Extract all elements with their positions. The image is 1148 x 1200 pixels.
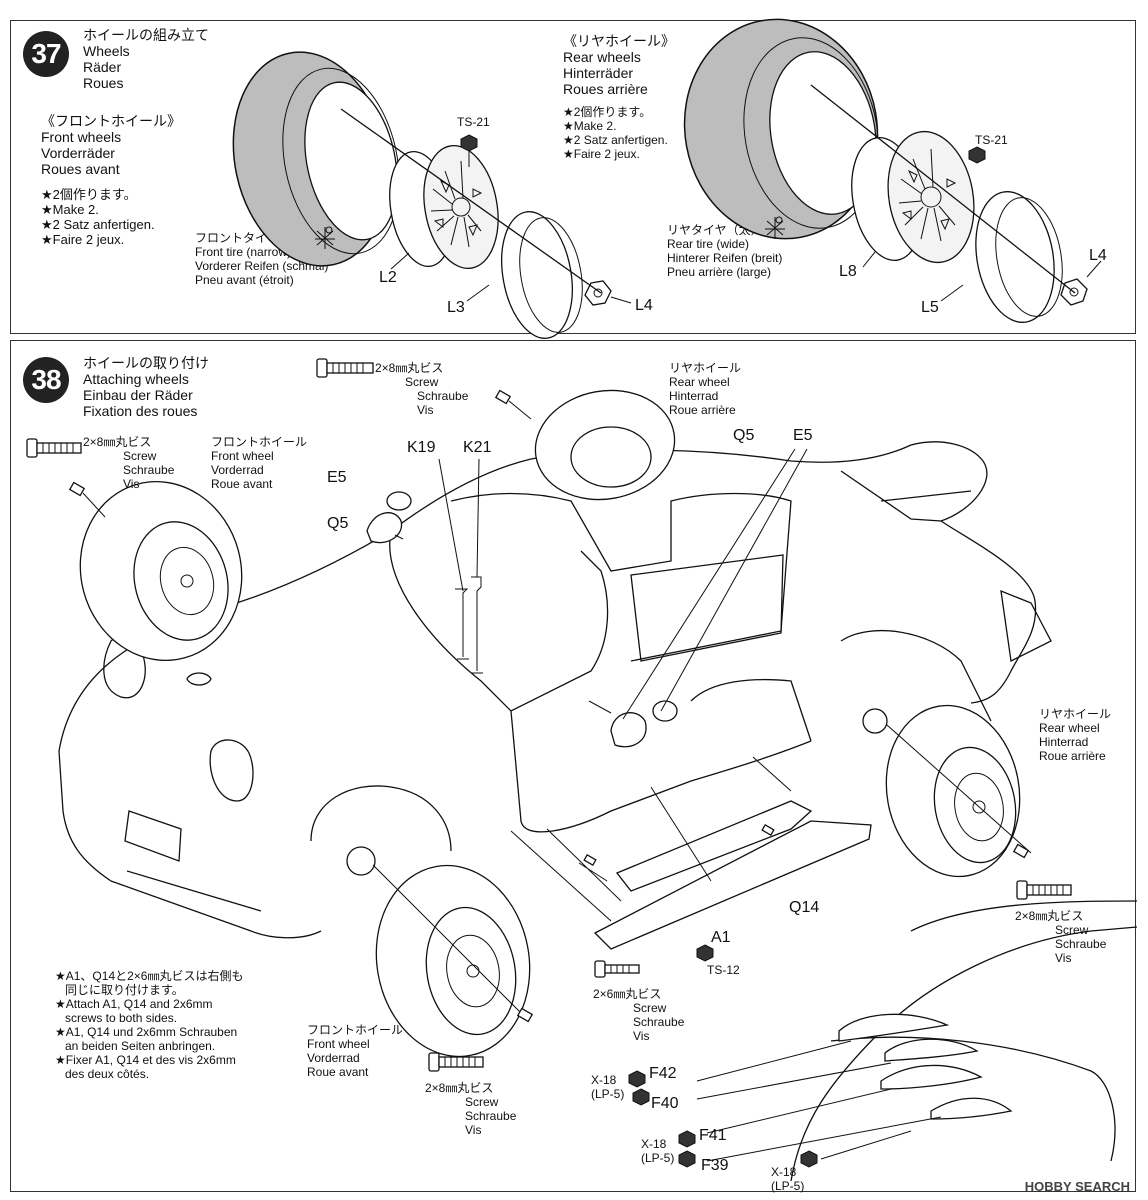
screw-top-icon [316, 358, 532, 420]
badges-drawing [696, 1013, 1013, 1162]
rear-tool-icon [765, 216, 785, 239]
screw-6mm-label: 2×6㎜丸ビス Screw Schraube Vis [593, 987, 685, 1043]
screw-left-label: 2×8㎜丸ビス Screw Schraube Vis [83, 435, 175, 491]
front-ts21-marker [460, 134, 478, 152]
paint-x18-lp5-a: X-18 (LP-5) [591, 1073, 625, 1101]
front-wheels-heading: 《フロントホイール》 Front wheels Vorderräder Roue… [41, 113, 181, 177]
rear-tire-drawing [683, 18, 879, 240]
part-e5-left: E5 [327, 469, 347, 486]
part-l4-front: L4 [635, 297, 653, 314]
front-wheel-top-label: フロントホイール Front wheel Vorderrad Roue avan… [211, 435, 308, 491]
mirror-right-drawing [588, 448, 808, 748]
part-q5-right: Q5 [733, 427, 755, 444]
rear-tire-label: リヤタイヤ（太） Rear tire (wide) Hinterer Reife… [667, 223, 783, 279]
screw-left-icon [26, 438, 106, 518]
rear-ts21-marker [968, 146, 986, 164]
step-37-drawing [232, 18, 1102, 339]
front-paint-ts21: TS-21 [457, 115, 490, 129]
part-e5-right: E5 [793, 427, 813, 444]
part-l5: L5 [921, 299, 939, 316]
rear-wheel-right-label: リヤホイール Rear wheel Hinterrad Roue arrière [1039, 707, 1112, 763]
screw-bottom-icon [428, 1007, 534, 1072]
paint-x18-lp5-b: X-18 (LP-5) [641, 1137, 675, 1165]
part-l3: L3 [447, 299, 465, 316]
rear-rim-drawing [851, 130, 975, 264]
rear-wheels-heading: 《リヤホイール》 Rear wheels Hinterräder Roues a… [563, 33, 675, 97]
step-38-drawing [26, 358, 1138, 1182]
rear-wheels-notes: ★2個作ります。 ★Make 2. ★2 Satz anfertigen. ★F… [563, 105, 668, 161]
rear-paint-ts21: TS-21 [975, 133, 1008, 147]
rear-wheel-top-drawing [534, 389, 676, 501]
part-k21: K21 [463, 439, 492, 456]
part-f39: F39 [701, 1157, 729, 1174]
front-tool-icon [315, 226, 335, 249]
part-q14: Q14 [789, 899, 820, 916]
part-l4-rear: L4 [1089, 247, 1107, 264]
x18-marker-c [800, 1150, 818, 1168]
side-note: ★A1、Q14と2×6㎜丸ビスは右側も 同じに取り付けます。 ★Attach A… [55, 969, 244, 1081]
part-l2: L2 [379, 269, 397, 286]
part-k19: K19 [407, 439, 436, 456]
rear-wheel-top-label: リヤホイール Rear wheel Hinterrad Roue arrière [669, 361, 742, 417]
front-wheels-notes: ★2個作ります。 ★Make 2. ★2 Satz anfertigen. ★F… [41, 187, 155, 247]
watermark: HOBBY SEARCH [1024, 1179, 1130, 1194]
step-37-badge: 37 [23, 31, 69, 77]
front-rim-drawing [389, 144, 499, 270]
paint-x18-lp5-c: X-18 (LP-5) [771, 1165, 805, 1193]
screw-right-icon [1012, 843, 1072, 900]
paint-ts12: TS-12 [707, 963, 740, 977]
mirror-left-drawing [366, 491, 412, 544]
front-wheel-bottom-label: フロントホイール Front wheel Vorderrad Roue avan… [307, 1023, 404, 1079]
car-body-drawing [58, 441, 1052, 939]
front-tire-drawing [232, 51, 400, 267]
part-f42: F42 [649, 1065, 677, 1082]
front-wheel-top-drawing [79, 480, 243, 662]
screw-right-label: 2×8㎜丸ビス Screw Schraube Vis [1015, 909, 1107, 965]
part-q5-left: Q5 [327, 515, 349, 532]
lp5-marker-b [678, 1150, 696, 1168]
step-38-title: ホイールの取り付け Attaching wheels Einbau der Rä… [83, 355, 209, 419]
wipers-drawing [438, 458, 483, 674]
rear-rim-ring-drawing [975, 191, 1055, 323]
lp5-marker-a [632, 1088, 650, 1106]
step-38-badge: 38 [23, 357, 69, 403]
screw-bottom-label: 2×8㎜丸ビス Screw Schraube Vis [425, 1081, 517, 1137]
front-rim-ring-drawing [501, 211, 573, 339]
x18-marker-b [678, 1130, 696, 1148]
x18-marker-a [628, 1070, 646, 1088]
step-38-panel: 38 ホイールの取り付け Attaching wheels Einbau der… [10, 340, 1138, 1193]
side-skirt-drawing [510, 756, 872, 950]
screw-6mm-icon [594, 960, 640, 978]
part-f41: F41 [699, 1127, 727, 1144]
front-wheel-bottom-drawing [346, 846, 531, 1058]
rear-wheel-right-drawing [862, 704, 1032, 878]
part-a1: A1 [711, 929, 731, 946]
screw-top-label: 2×8㎜丸ビス Screw Schraube Vis [375, 361, 469, 417]
part-l8: L8 [839, 263, 857, 280]
part-f40: F40 [651, 1095, 679, 1112]
step-37-title: ホイールの組み立て Wheels Räder Roues [83, 27, 209, 91]
step-37-panel: 37 ホイールの組み立て Wheels Räder Roues 《フロントホイー… [10, 18, 1136, 339]
ts12-marker [696, 944, 714, 962]
